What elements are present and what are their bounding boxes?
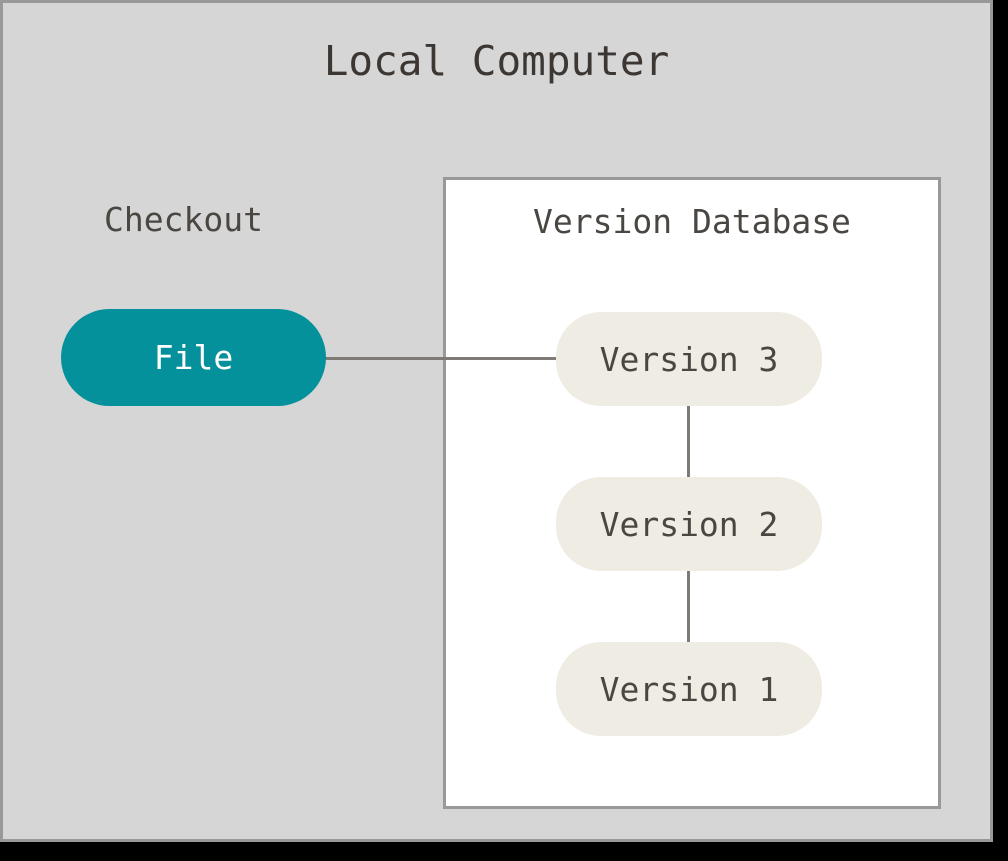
- node-file-label: File: [153, 338, 234, 377]
- version-database-title: Version Database: [533, 202, 851, 241]
- node-version-2[interactable]: Version 2: [556, 477, 822, 571]
- node-version-1-label: Version 1: [599, 669, 779, 709]
- node-version-1[interactable]: Version 1: [556, 642, 822, 736]
- node-file[interactable]: File: [61, 309, 326, 406]
- checkout-label: Checkout: [104, 200, 263, 239]
- edge-version-2-to-version-1: [687, 569, 690, 644]
- node-version-3[interactable]: Version 3: [556, 312, 822, 406]
- node-version-2-label: Version 2: [599, 504, 779, 544]
- edge-file-to-version-3: [325, 357, 557, 360]
- edge-version-3-to-version-2: [687, 404, 690, 479]
- node-version-3-label: Version 3: [599, 339, 779, 379]
- page-title: Local Computer: [323, 37, 670, 85]
